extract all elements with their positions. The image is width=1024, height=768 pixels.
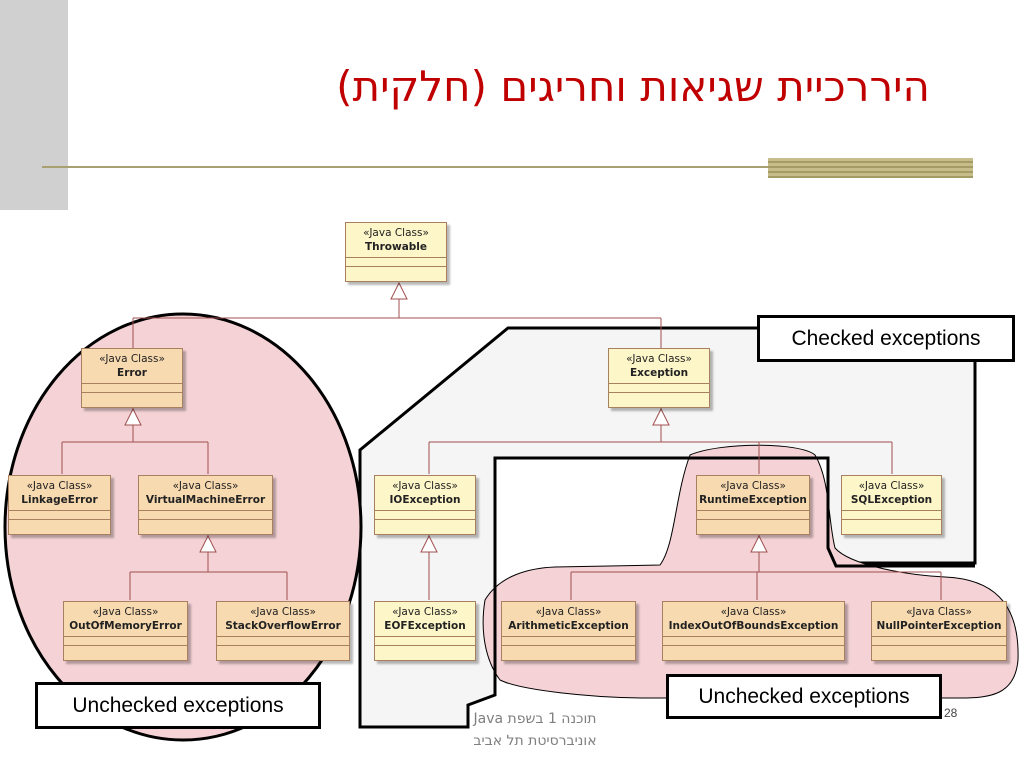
class-name: SQLException bbox=[850, 494, 933, 506]
class-io-exception[interactable]: «Java Class»IOException bbox=[374, 475, 476, 535]
class-exception[interactable]: «Java Class»Exception bbox=[608, 348, 710, 408]
checked-exceptions-label: Checked exceptions bbox=[757, 315, 1015, 362]
class-out-of-memory-error[interactable]: «Java Class»OutOfMemoryError bbox=[63, 601, 188, 661]
class-name: Throwable bbox=[364, 241, 428, 253]
title-rule-accent bbox=[768, 158, 973, 178]
class-sql-exception[interactable]: «Java Class»SQLException bbox=[841, 475, 942, 535]
class-name: ArithmeticException bbox=[508, 620, 629, 632]
class-name: StackOverflowError bbox=[225, 620, 341, 632]
title-rule bbox=[42, 166, 972, 168]
slide-title: היררכיית שגיאות וחריגים (חלקית) bbox=[336, 62, 930, 111]
slide-number: 28 bbox=[944, 706, 958, 720]
class-linkage-error[interactable]: «Java Class»LinkageError bbox=[8, 475, 111, 535]
class-index-out-of-bounds-exception[interactable]: «Java Class»IndexOutOfBoundsException bbox=[662, 601, 845, 661]
class-arithmetic-exception[interactable]: «Java Class»ArithmeticException bbox=[501, 601, 636, 661]
class-error[interactable]: «Java Class»Error bbox=[81, 348, 183, 408]
class-null-pointer-exception[interactable]: «Java Class»NullPointerException bbox=[871, 601, 1007, 661]
footer: תוכנה 1 בשפת Java אוניברסיטת תל אביב bbox=[440, 708, 630, 752]
side-decoration bbox=[0, 0, 68, 210]
inheritance-arrows bbox=[124, 281, 768, 553]
class-virtual-machine-error[interactable]: «Java Class»VirtualMachineError bbox=[138, 475, 273, 535]
unchecked-exceptions-label-right: Unchecked exceptions bbox=[666, 674, 942, 719]
class-name: LinkageError bbox=[21, 494, 98, 506]
class-name: RuntimeException bbox=[699, 494, 807, 506]
footer-course: תוכנה 1 בשפת Java bbox=[473, 711, 597, 727]
class-throwable[interactable]: «Java Class»Throwable bbox=[345, 222, 447, 282]
class-runtime-exception[interactable]: «Java Class»RuntimeException bbox=[696, 475, 810, 535]
class-stack-overflow-error[interactable]: «Java Class»StackOverflowError bbox=[216, 601, 350, 661]
class-name: Exception bbox=[629, 367, 689, 379]
class-name: NullPointerException bbox=[876, 620, 1002, 632]
unchecked-outline bbox=[493, 456, 975, 695]
class-name: OutOfMemoryError bbox=[69, 620, 182, 632]
connectors bbox=[61, 283, 942, 600]
class-name: Error bbox=[117, 367, 147, 379]
unchecked-exceptions-label-left: Unchecked exceptions bbox=[35, 682, 321, 729]
class-eof-exception[interactable]: «Java Class»EOFException bbox=[374, 601, 476, 661]
class-name: VirtualMachineError bbox=[145, 494, 266, 506]
class-name: EOFException bbox=[384, 620, 466, 632]
class-name: IndexOutOfBoundsException bbox=[668, 620, 839, 632]
class-name: IOException bbox=[389, 494, 461, 506]
footer-university: אוניברסיטת תל אביב bbox=[473, 733, 597, 749]
